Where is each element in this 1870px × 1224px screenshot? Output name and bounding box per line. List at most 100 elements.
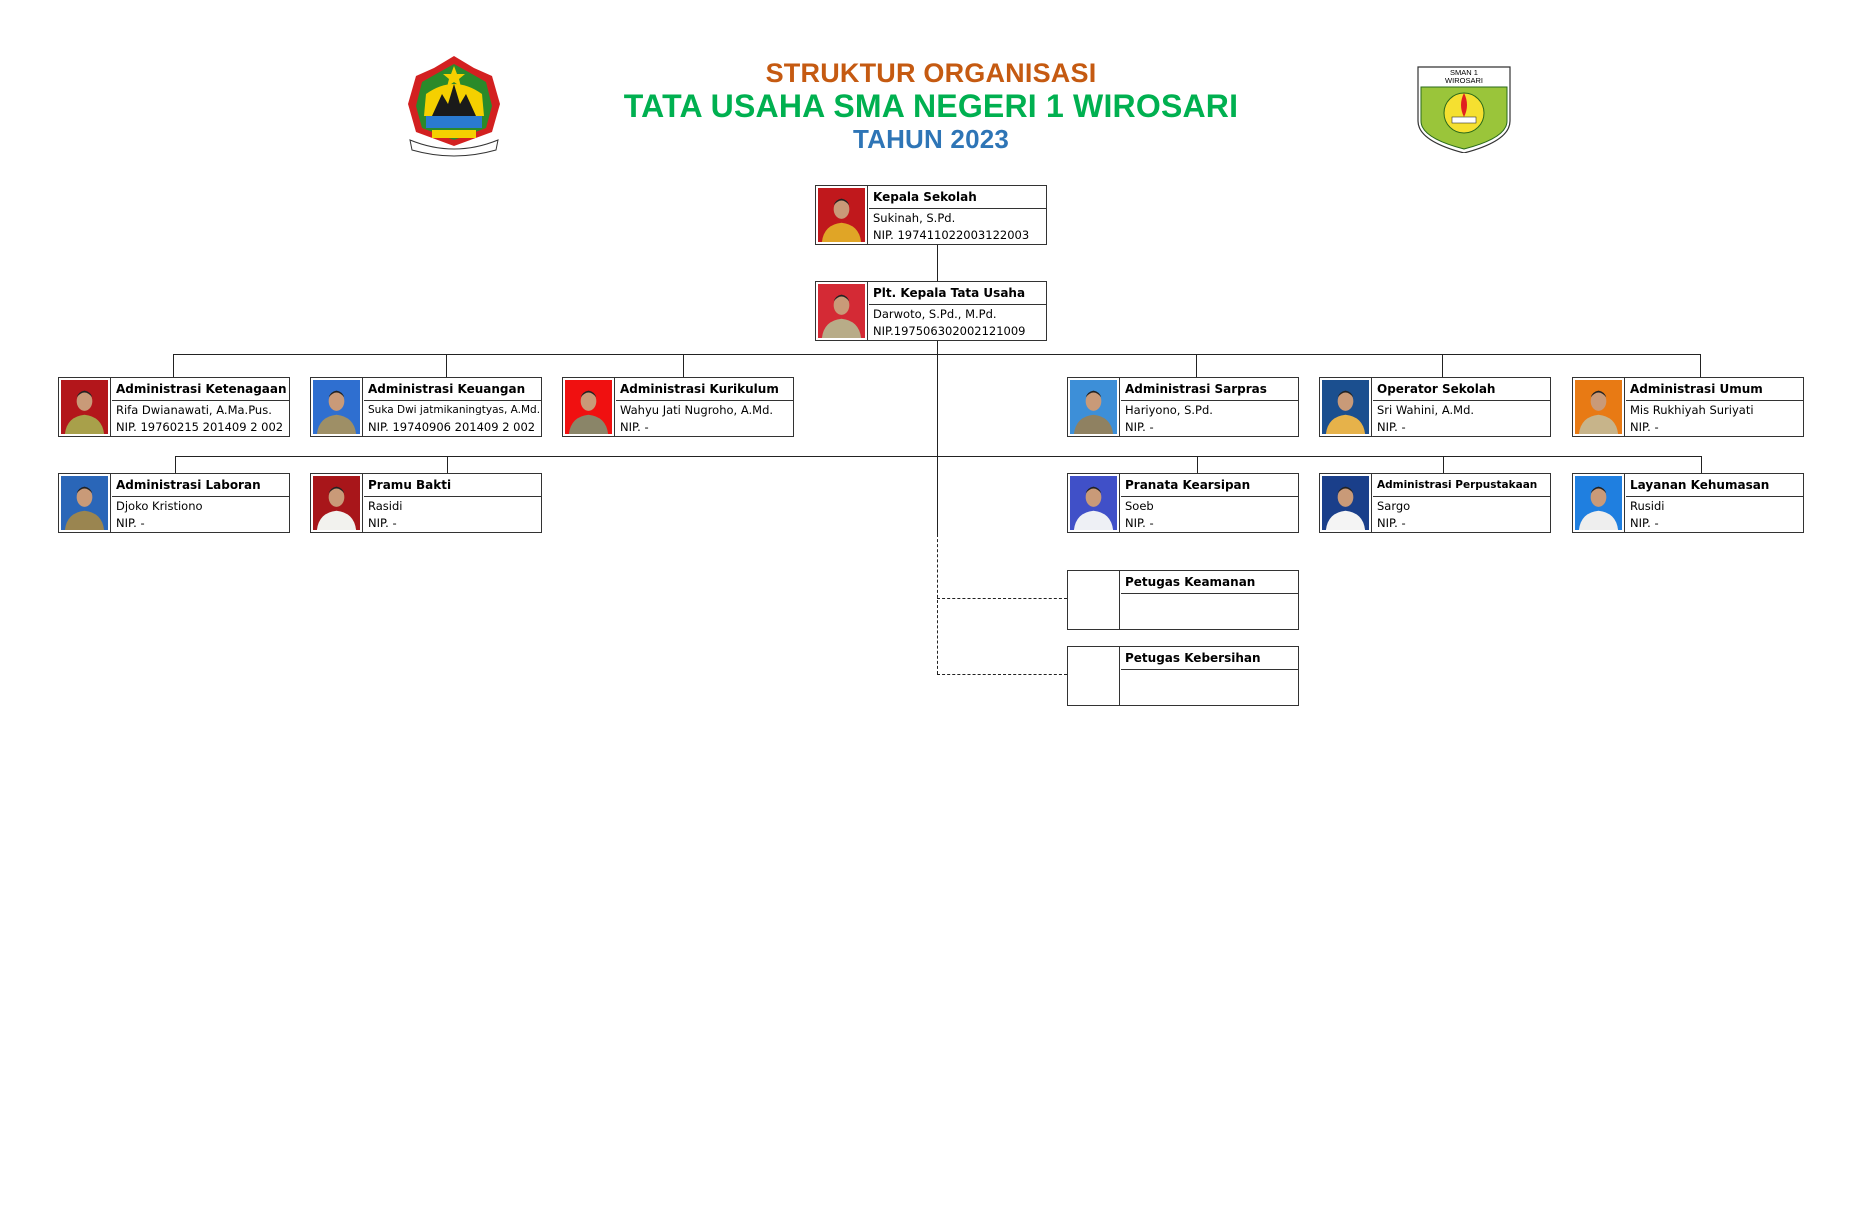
box-title: Pramu Bakti	[364, 474, 541, 497]
box-person-name: Sri Wahini, A.Md.	[1377, 403, 1475, 417]
box-title: Petugas Keamanan	[1121, 571, 1298, 594]
box-title: Pranata Kearsipan	[1121, 474, 1298, 497]
box-person-name: Soeb	[1125, 499, 1154, 513]
box-nip: NIP.197506302002121009	[873, 324, 1026, 338]
empty-photo-slot	[1068, 571, 1120, 629]
person-photo-icon	[1070, 380, 1117, 434]
box-nip: NIP. -	[368, 516, 397, 530]
person-photo	[311, 474, 363, 532]
box-title: Administrasi Umum	[1626, 378, 1803, 401]
connector-row1-bar	[173, 354, 1701, 356]
box-title: Administrasi Kurikulum	[616, 378, 793, 401]
person-photo	[1573, 474, 1625, 532]
person-photo	[59, 378, 111, 436]
person-photo-icon	[1575, 476, 1622, 530]
connector-drop	[1700, 354, 1702, 377]
box-person-name: Mis Rukhiyah Suriyati	[1630, 403, 1754, 417]
person-photo-icon	[1575, 380, 1622, 434]
box-title: Operator Sekolah	[1373, 378, 1550, 401]
box-person-name: Sukinah, S.Pd.	[873, 211, 956, 225]
connector-drop	[1442, 354, 1444, 377]
logo-text-top: SMAN 1	[1450, 68, 1478, 77]
dashed-connector-trunk	[937, 534, 938, 674]
box-title: Administrasi Perpustakaan	[1373, 474, 1550, 497]
person-photo	[816, 186, 868, 244]
person-photo	[563, 378, 615, 436]
box-nip: NIP. -	[620, 420, 649, 434]
person-photo-icon	[1070, 476, 1117, 530]
dashed-connector-keamanan	[937, 598, 1067, 599]
person-photo-icon	[1322, 380, 1369, 434]
box-title: Kepala Sekolah	[869, 186, 1046, 209]
box-title: Administrasi Ketenagaan	[112, 378, 289, 401]
person-photo	[816, 282, 868, 340]
connector-drop	[173, 354, 175, 377]
connector-drop	[1443, 456, 1445, 473]
chart-title-unit: TATA USAHA SMA NEGERI 1 WIROSARI	[623, 88, 1239, 124]
box-title: Plt. Kepala Tata Usaha	[869, 282, 1046, 305]
logo-text-bottom: WIROSARI	[1445, 76, 1483, 85]
box-nip: NIP. 19760215 201409 2 002	[116, 420, 284, 434]
chart-title-struktur: STRUKTUR ORGANISASI	[765, 58, 1097, 88]
connector-main-trunk	[937, 341, 939, 534]
box-person-name: Rusidi	[1630, 499, 1665, 513]
box-nip: NIP. 197411022003122003	[873, 228, 1030, 242]
person-photo-icon	[313, 380, 360, 434]
box-title: Administrasi Sarpras	[1121, 378, 1298, 401]
person-photo-icon	[818, 188, 865, 242]
box-title: Administrasi Laboran	[112, 474, 289, 497]
connector-drop	[1701, 456, 1703, 473]
person-photo-icon	[61, 476, 108, 530]
connector-drop	[446, 354, 448, 377]
person-photo-icon	[818, 284, 865, 338]
connector-row2-bar	[175, 456, 1702, 458]
box-person-name: Rasidi	[368, 499, 403, 513]
person-photo	[1068, 474, 1120, 532]
box-nip: NIP. 19740906 201409 2 002	[368, 420, 536, 434]
person-photo	[59, 474, 111, 532]
box-nip: NIP. -	[1377, 420, 1406, 434]
dashed-connector-kebersihan	[937, 674, 1067, 675]
connector-drop	[175, 456, 177, 473]
jawa-tengah-emblem-icon	[396, 54, 512, 158]
person-photo	[1320, 474, 1372, 532]
chart-title-year: TAHUN 2023	[852, 124, 1010, 154]
person-photo-icon	[61, 380, 108, 434]
box-nip: NIP. -	[1630, 516, 1659, 530]
empty-photo-slot	[1068, 647, 1120, 705]
person-photo	[311, 378, 363, 436]
box-nip: NIP. -	[1377, 516, 1406, 530]
person-photo	[1320, 378, 1372, 436]
person-photo-icon	[1322, 476, 1369, 530]
box-title: Layanan Kehumasan	[1626, 474, 1803, 497]
box-person-name: Darwoto, S.Pd., M.Pd.	[873, 307, 997, 321]
connector-drop	[447, 456, 449, 473]
connector-drop	[1196, 354, 1198, 377]
box-title: Administrasi Keuangan	[364, 378, 541, 401]
box-nip: NIP. -	[1125, 420, 1154, 434]
person-photo-icon	[313, 476, 360, 530]
person-photo	[1068, 378, 1120, 436]
box-nip: NIP. -	[116, 516, 145, 530]
box-person-name: Hariyono, S.Pd.	[1125, 403, 1213, 417]
box-nip: NIP. -	[1630, 420, 1659, 434]
sman1-wirosari-emblem-icon: SMAN 1 WIROSARI	[1416, 65, 1512, 154]
org-box-petugas-kebersihan: Petugas Kebersihan	[1067, 646, 1299, 706]
box-person-name: Rifa Dwianawati, A.Ma.Pus.	[116, 403, 272, 417]
connector-drop	[1197, 456, 1199, 473]
person-photo-icon	[565, 380, 612, 434]
box-person-name: Suka Dwi jatmikaningtyas, A.Md.	[368, 404, 541, 416]
